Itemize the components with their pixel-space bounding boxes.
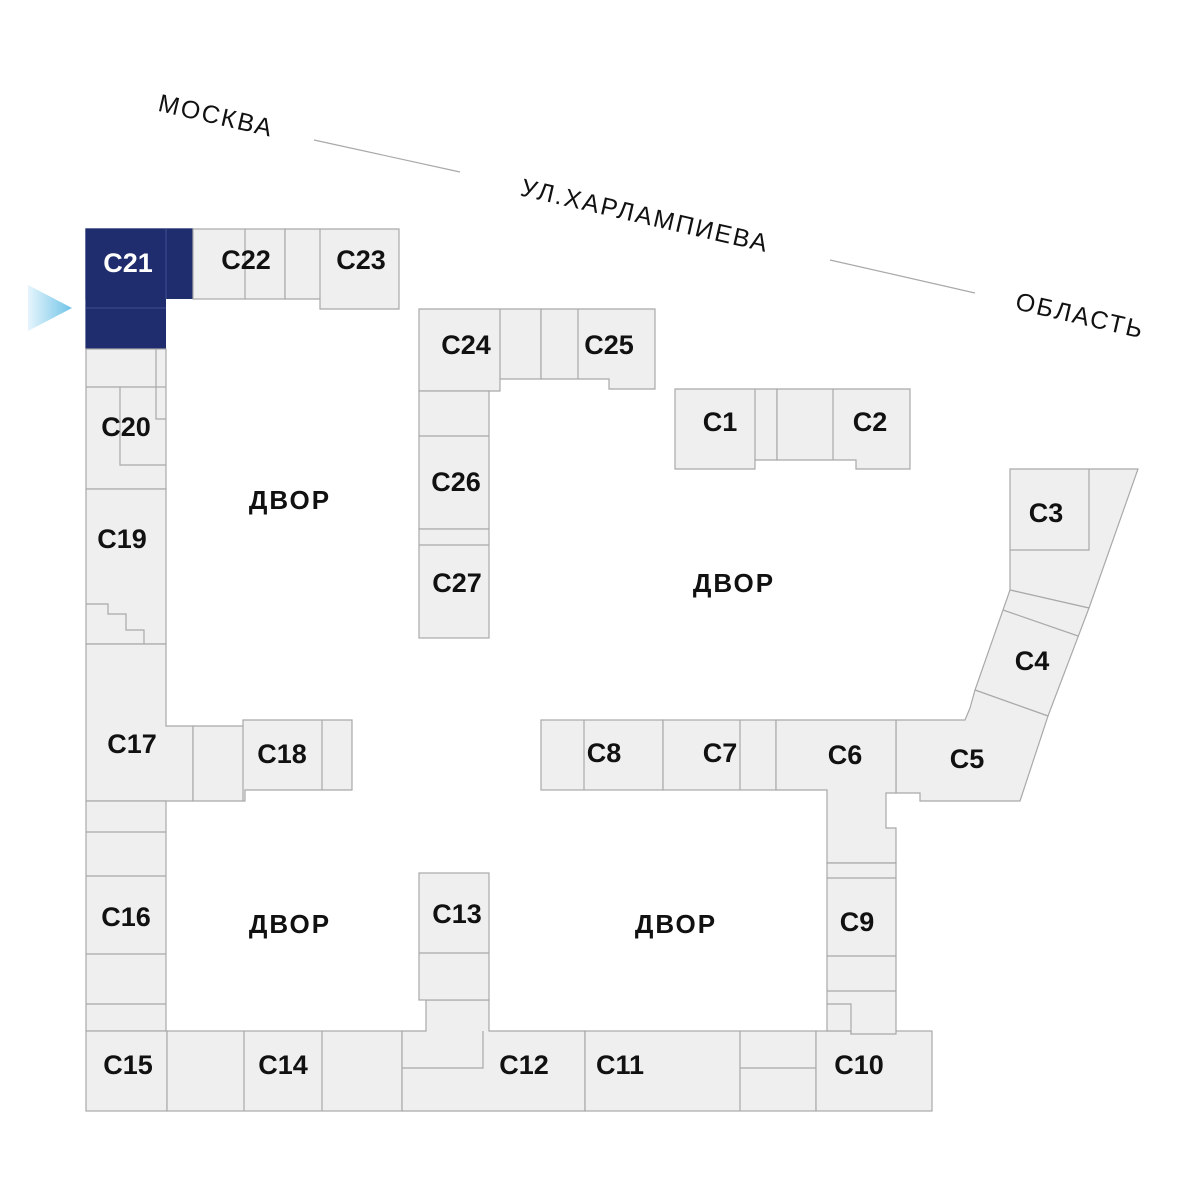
section-c19[interactable]: С19 bbox=[85, 488, 167, 645]
courtyard-label: ДВОР bbox=[693, 568, 775, 598]
street-label-kharlampieva: УЛ.ХАРЛАМПИЕВА bbox=[518, 174, 772, 258]
section-c10[interactable]: С10 bbox=[815, 1030, 933, 1112]
section-c12[interactable]: С12 bbox=[401, 999, 586, 1112]
section-c2[interactable]: С2 bbox=[776, 388, 911, 470]
street-line-2 bbox=[829, 259, 976, 294]
section-c23[interactable]: С23 bbox=[284, 228, 400, 310]
courtyard-label: ДВОР bbox=[249, 909, 331, 939]
section-c3[interactable]: С3 bbox=[1009, 468, 1139, 609]
section-c15[interactable]: С15 bbox=[85, 1030, 168, 1112]
section-c25[interactable]: С25 bbox=[540, 308, 656, 390]
section-c9[interactable]: С9 bbox=[826, 862, 897, 1035]
section-c20[interactable]: С20 bbox=[85, 348, 167, 490]
street-label-moscow: МОСКВА bbox=[156, 89, 277, 143]
section-c6[interactable]: С6 bbox=[775, 719, 897, 864]
entrance-arrow-icon[interactable] bbox=[28, 285, 72, 331]
section-c17[interactable]: С17 bbox=[85, 643, 194, 802]
courtyard-label: ДВОР bbox=[635, 909, 717, 939]
section-c8[interactable]: С8 bbox=[540, 719, 664, 791]
street-label-region: ОБЛАСТЬ bbox=[1013, 288, 1147, 345]
section-c7[interactable]: С7 bbox=[662, 719, 777, 791]
section-c27[interactable]: С27 bbox=[418, 528, 490, 639]
section-c11[interactable]: С11 bbox=[584, 1030, 817, 1112]
courtyard-label: ДВОР bbox=[249, 485, 331, 515]
section-c24[interactable]: С24 bbox=[418, 308, 542, 392]
section-c18[interactable]: С18 bbox=[192, 719, 353, 802]
section-c21[interactable]: С21 bbox=[85, 228, 194, 351]
street-line-1 bbox=[313, 139, 461, 173]
section-c14[interactable]: С14 bbox=[166, 1030, 403, 1112]
section-c16[interactable]: С16 bbox=[85, 800, 167, 1032]
section-c22[interactable]: С22 bbox=[192, 228, 286, 300]
street-labels: МОСКВА УЛ.ХАРЛАМПИЕВА ОБЛАСТЬ bbox=[156, 89, 1147, 344]
section-c26[interactable]: С26 bbox=[418, 390, 490, 530]
section-c13[interactable]: С13 bbox=[418, 872, 490, 1001]
section-c1[interactable]: С1 bbox=[674, 388, 778, 470]
